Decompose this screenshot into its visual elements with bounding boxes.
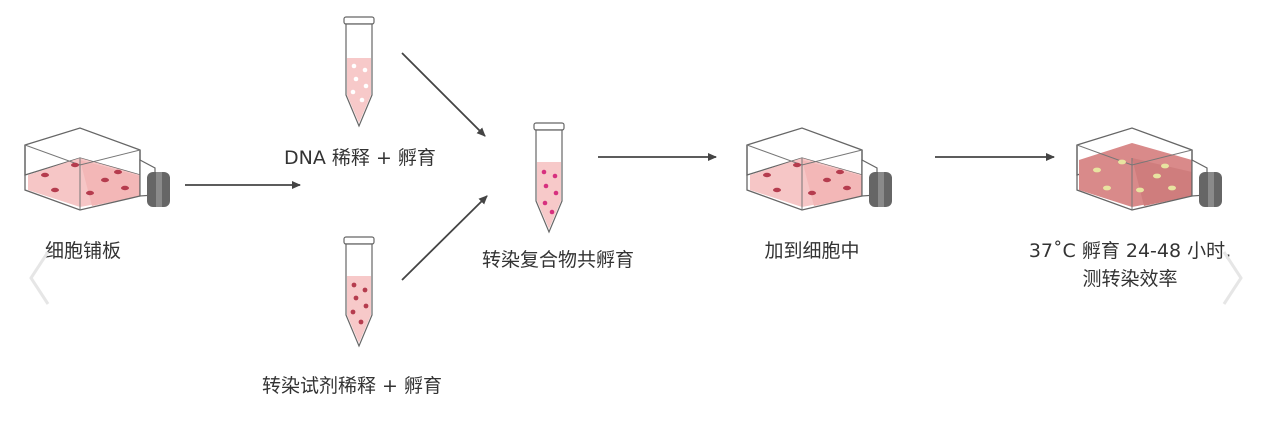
step-label-plating: 细胞铺板 [45,240,122,262]
tube-icon-complex [533,122,565,234]
flask-icon-add [746,127,892,211]
step-label-complex-incubation: 转染复合物共孵育 [481,249,635,271]
step-label-add-to-cells: 加到细胞中 [764,240,860,262]
tube-icon-reagent [343,236,375,348]
chevron-left-icon [29,251,50,305]
step-label-reagent-dilution: 转染试剂稀释 + 孵育 [262,375,442,397]
chevron-right-icon [1222,251,1243,305]
step-label-dna-dilution: DNA 稀释 + 孵育 [284,147,436,169]
tube-icon-dna [343,16,375,128]
step-label-incubate-line2: 测转染效率 [1082,268,1178,290]
flask-icon-plating [24,127,170,211]
arrow-reagent-to-complex [401,195,488,281]
carousel-prev-button[interactable] [28,248,50,308]
step-label-incubate-line1: 37˚C 孵育 24-48 小时, [1028,240,1232,262]
arrow-dna-to-complex [401,52,486,137]
flask-icon-incubated [1076,127,1222,211]
carousel-next-button[interactable] [1222,248,1244,308]
